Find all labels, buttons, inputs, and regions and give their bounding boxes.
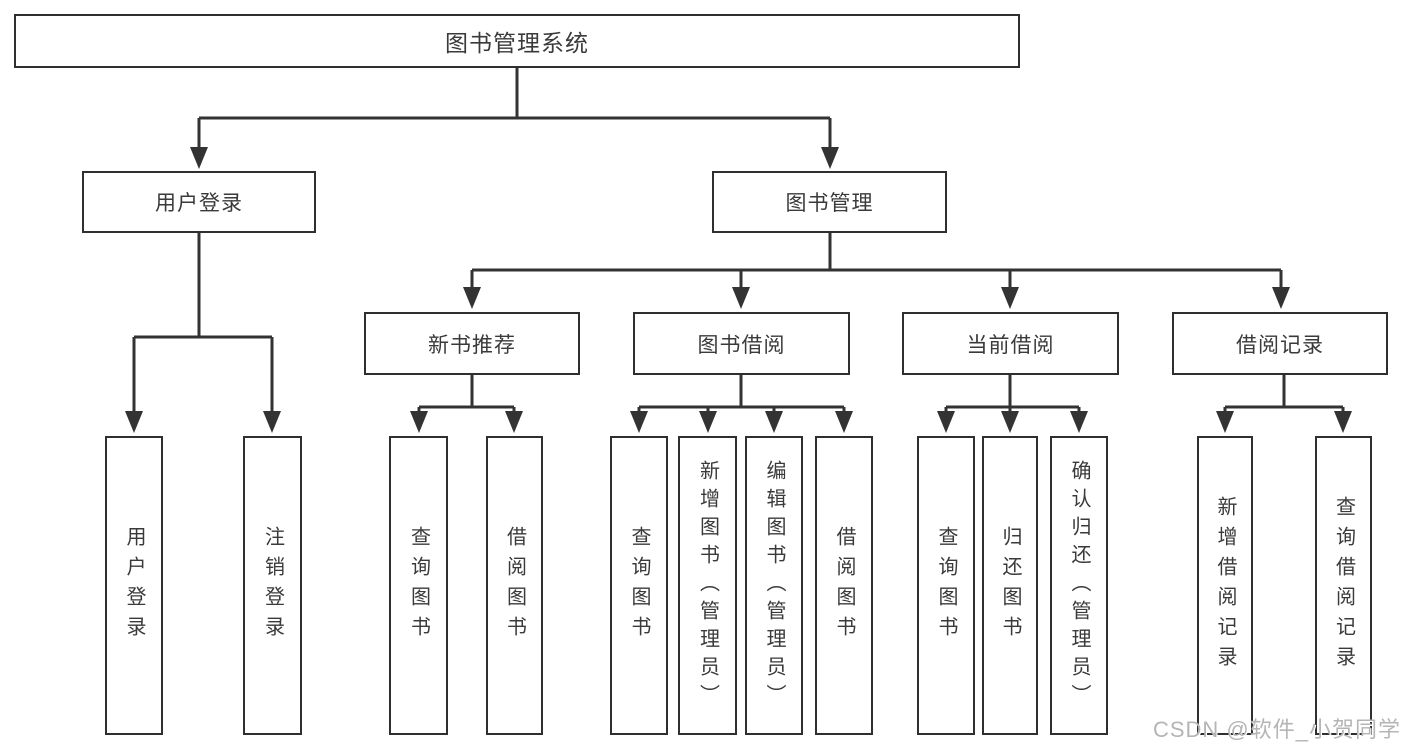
leaf-label: 查询借阅记录 (1332, 495, 1355, 676)
leaf-edit-books-admin: 编辑图书（管理员） (745, 436, 803, 735)
leaf-user-login: 用户登录 (105, 436, 163, 735)
node-label: 图书借阅 (697, 333, 786, 357)
leaf-label: 新增图书（管理员） (696, 459, 719, 712)
leaf-label: 编辑图书（管理员） (763, 459, 785, 712)
node-label: 当前借阅 (966, 333, 1055, 357)
leaf-label: 用户登录 (123, 525, 145, 646)
leaf-add-books-admin: 新增图书（管理员） (678, 436, 737, 735)
leaf-confirm-return-admin: 确认归还（管理员） (1050, 436, 1108, 735)
leaf-query-borrow-record: 查询借阅记录 (1315, 436, 1372, 735)
leaf-label: 查询图书 (935, 525, 957, 646)
node-label: 图书管理 (785, 192, 874, 215)
node-label: 用户登录 (155, 192, 243, 215)
leaf-label: 借阅图书 (503, 525, 526, 646)
leaf-label: 归还图书 (999, 525, 1021, 646)
node-library-management-system: 图书管理系统 (14, 14, 1020, 68)
leaf-label: 借阅图书 (833, 525, 855, 646)
leaf-add-borrow-record: 新增借阅记录 (1197, 436, 1253, 735)
node-label: 图书管理系统 (445, 30, 589, 56)
node-current-borrowing: 当前借阅 (902, 312, 1119, 375)
leaf-label: 注销登录 (261, 525, 284, 646)
csdn-watermark: CSDN @软件_小贺同学 (1152, 717, 1401, 742)
leaf-logout: 注销登录 (243, 436, 302, 735)
leaf-return-books: 归还图书 (982, 436, 1038, 735)
leaf-label: 查询图书 (407, 525, 430, 646)
leaf-label: 查询图书 (628, 525, 650, 646)
node-borrowing-records: 借阅记录 (1172, 312, 1388, 375)
leaf-query-books-current: 查询图书 (917, 436, 975, 735)
node-new-book-recommendation: 新书推荐 (364, 312, 580, 375)
node-label: 借阅记录 (1236, 333, 1324, 357)
arrowheads (125, 147, 1352, 433)
node-user-login: 用户登录 (82, 171, 316, 233)
leaf-label: 确认归还（管理员） (1068, 459, 1090, 712)
leaf-label: 新增借阅记录 (1214, 495, 1236, 676)
node-book-management: 图书管理 (712, 171, 947, 233)
leaf-borrow-books-recommend: 借阅图书 (486, 436, 543, 735)
node-label: 新书推荐 (428, 333, 516, 357)
leaf-borrow-books: 借阅图书 (815, 436, 873, 735)
leaf-query-books-borrowing: 查询图书 (610, 436, 668, 735)
leaf-query-books-recommend: 查询图书 (389, 436, 448, 735)
node-book-borrowing: 图书借阅 (633, 312, 850, 375)
